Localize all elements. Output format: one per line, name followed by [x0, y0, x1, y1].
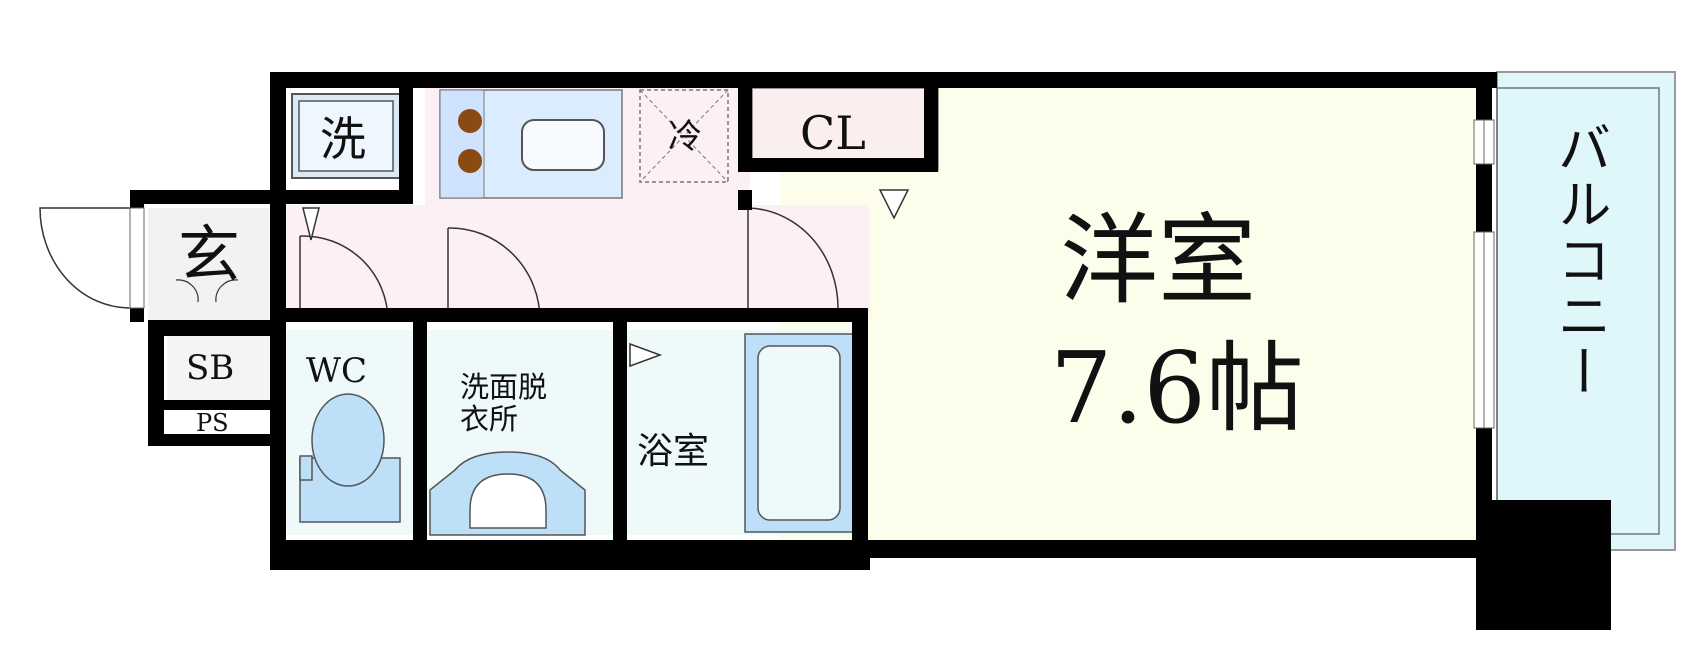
fridge-label: 冷 — [668, 117, 702, 157]
kitchen-sink — [521, 119, 605, 171]
toilet-door-swing — [299, 235, 389, 321]
toilet-label: WC — [306, 351, 367, 391]
pipe-space-label: PS — [196, 409, 229, 437]
entrance-door-frame — [129, 207, 145, 309]
washer-pan-inner — [298, 100, 394, 172]
balcony-label: バルコニー — [1548, 120, 1611, 400]
stove-burner-icon — [458, 149, 482, 173]
shoebox-floor — [167, 336, 270, 400]
shoebox-label: SB — [186, 348, 235, 388]
closet-door-marker — [878, 189, 910, 220]
washbasin-bowl — [469, 473, 547, 529]
washroom-door-swing — [447, 227, 541, 321]
washroom-label: 洗面脱 衣所 — [460, 370, 548, 436]
fridge-cross-line — [639, 89, 729, 183]
western-room-size-label: 7.6帖 — [1050, 332, 1304, 446]
pipe-space-floor — [167, 410, 270, 434]
washer-label: 洗 — [320, 112, 366, 166]
bathtub-inner — [757, 345, 841, 521]
stove-burner-icon — [458, 109, 482, 133]
washer-door-marker — [302, 207, 320, 241]
shoebox-door-swing — [175, 279, 239, 303]
bath-door-marker — [629, 342, 663, 368]
toilet-bowl — [311, 393, 385, 487]
balcony-area — [1496, 71, 1676, 551]
toilet-paper-holder — [299, 455, 313, 481]
stove-area — [439, 89, 485, 199]
entrance-door-swing — [39, 207, 131, 309]
entrance-label: 玄 — [178, 218, 241, 291]
bath-label: 浴室 — [637, 431, 710, 472]
hall-floor — [285, 205, 870, 315]
room-door-swing — [747, 207, 839, 309]
entrance-floor — [148, 208, 270, 320]
closet-label: CL — [800, 106, 866, 160]
western-room-label: 洋室 — [1060, 204, 1257, 318]
closet-floor — [751, 87, 939, 171]
walls — [130, 72, 1611, 630]
